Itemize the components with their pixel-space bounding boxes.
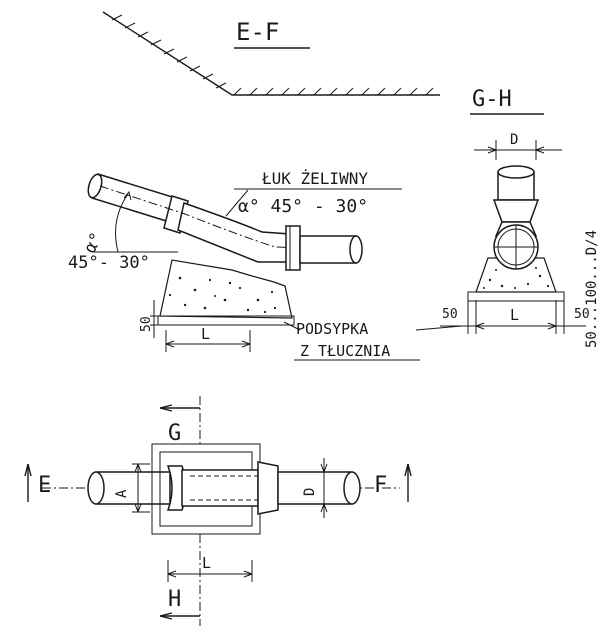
svg-text:E: E <box>38 473 51 498</box>
svg-text:50: 50 <box>442 307 458 322</box>
dim-L-side: L <box>165 325 251 352</box>
section-title-ef: E-F <box>236 18 279 46</box>
base-slab-side <box>157 315 295 326</box>
bend-side-view <box>87 173 363 326</box>
bedding-label-line1: PODSYPKA <box>296 320 368 338</box>
svg-text:L: L <box>202 554 211 572</box>
section-marker-e: E <box>24 463 51 502</box>
section-marker-f: F <box>374 463 412 502</box>
svg-text:L: L <box>510 306 519 324</box>
bend-leader <box>225 189 249 217</box>
angle-range-label: 45°- 30° <box>68 253 150 273</box>
bend-label-line2: α° 45° - 30° <box>238 196 368 217</box>
bedding-label-line2: Z TŁUCZNIA <box>300 342 390 360</box>
svg-text:D: D <box>302 488 318 496</box>
end-view-gh: D 50 L 50 50...100...D/4 <box>440 132 600 348</box>
svg-text:G: G <box>168 421 181 446</box>
svg-text:50: 50 <box>574 307 590 322</box>
svg-text:H: H <box>168 587 181 612</box>
svg-text:F: F <box>374 473 387 498</box>
svg-text:50: 50 <box>139 316 154 332</box>
svg-text:50...100...D/4: 50...100...D/4 <box>584 230 600 348</box>
section-marker-g: G <box>159 396 201 446</box>
section-title-gh: G-H <box>472 87 512 112</box>
gravel-bedding-side <box>159 259 293 319</box>
bend-label-line1: ŁUK ŻELIWNY <box>261 169 368 188</box>
plan-view: A D L <box>42 443 400 582</box>
dim-50-side: 50 <box>139 300 164 338</box>
terrain-profile <box>102 11 440 96</box>
svg-text:D: D <box>510 132 518 148</box>
section-marker-h: H <box>159 534 201 626</box>
svg-text:A: A <box>114 489 130 498</box>
angle-arc <box>115 193 129 253</box>
svg-text:L: L <box>201 325 210 343</box>
